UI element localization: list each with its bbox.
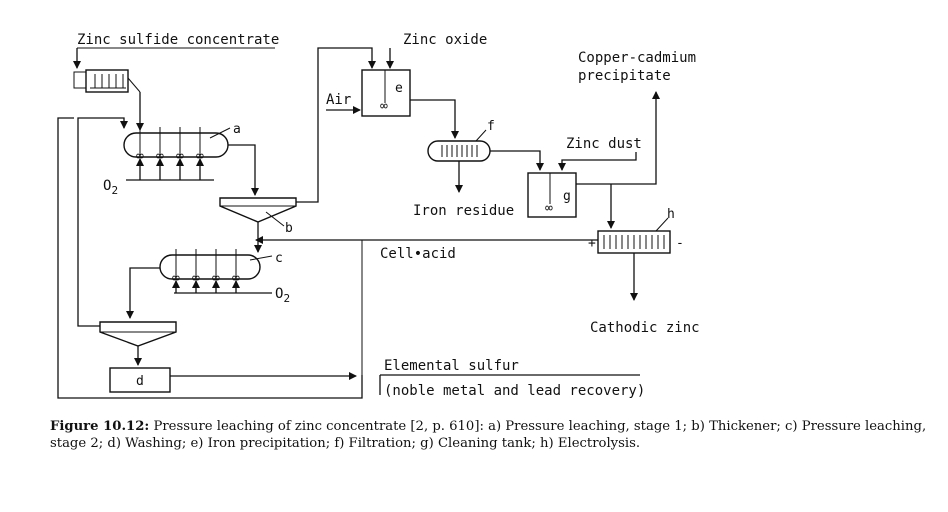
oxygen-label-1: O2	[103, 178, 118, 197]
svg-text:∞: ∞	[380, 99, 388, 114]
cathodic-zinc-label: Cathodic zinc	[590, 320, 700, 336]
svg-text:∞: ∞	[172, 271, 180, 286]
copper-cadmium-label-2: precipitate	[578, 68, 671, 84]
unit-a-label: a	[233, 122, 241, 137]
unit-c-label: c	[275, 251, 283, 266]
unit-b-label: b	[285, 221, 293, 236]
svg-text:∞: ∞	[212, 271, 220, 286]
caption-label: Figure 10.12:	[50, 419, 150, 434]
process-flow-diagram: Zinc sulfide concentrate ∞ ∞ ∞ ∞ a O2	[57, 32, 700, 399]
unit-b-thickener	[219, 197, 297, 223]
feed-label: Zinc sulfide concentrate	[77, 32, 279, 48]
unit-f-label: f	[487, 119, 495, 134]
oxygen-label-2: O2	[275, 286, 290, 305]
air-label: Air	[326, 92, 351, 108]
unit-g-cleaning-tank: ∞ g	[527, 172, 577, 218]
unit-e-iron-precipitation: ∞ e	[361, 69, 411, 117]
noble-metal-label: (noble metal and lead recovery)	[384, 383, 645, 399]
svg-text:∞: ∞	[196, 149, 204, 164]
unit-d-label: d	[136, 374, 144, 389]
svg-text:∞: ∞	[136, 149, 144, 164]
unit-e-label: e	[395, 81, 403, 96]
unit-f-filtration	[427, 140, 491, 162]
svg-text:∞: ∞	[176, 149, 184, 164]
elemental-sulfur-label: Elemental sulfur	[384, 358, 519, 374]
unit-c-pressure-leaching-2: ∞ ∞ ∞ ∞	[159, 249, 261, 286]
lower-thickener	[99, 321, 177, 347]
copper-cadmium-label-1: Copper-cadmium	[578, 50, 696, 66]
zinc-dust-label: Zinc dust	[566, 136, 642, 152]
iron-residue-label: Iron residue	[413, 203, 514, 219]
conveyor-dryer	[73, 69, 141, 93]
cell-acid-label: Cell•acid	[380, 246, 456, 262]
unit-h-electrolysis	[597, 230, 671, 254]
unit-g-label: g	[563, 189, 571, 204]
unit-d-washing: d	[109, 367, 171, 393]
svg-text:∞: ∞	[192, 271, 200, 286]
figure-caption: Figure 10.12: Pressure leaching of zinc …	[50, 418, 930, 452]
unit-h-label: h	[667, 207, 675, 222]
svg-text:∞: ∞	[545, 201, 553, 216]
svg-text:∞: ∞	[232, 271, 240, 286]
zinc-oxide-label: Zinc oxide	[403, 32, 487, 48]
cathode-minus: -	[676, 236, 684, 251]
caption-text: Pressure leaching of zinc concentrate [2…	[50, 419, 927, 451]
anode-plus: +	[588, 236, 596, 251]
unit-a-pressure-leaching-1: ∞ ∞ ∞ ∞	[123, 127, 229, 164]
svg-text:∞: ∞	[156, 149, 164, 164]
